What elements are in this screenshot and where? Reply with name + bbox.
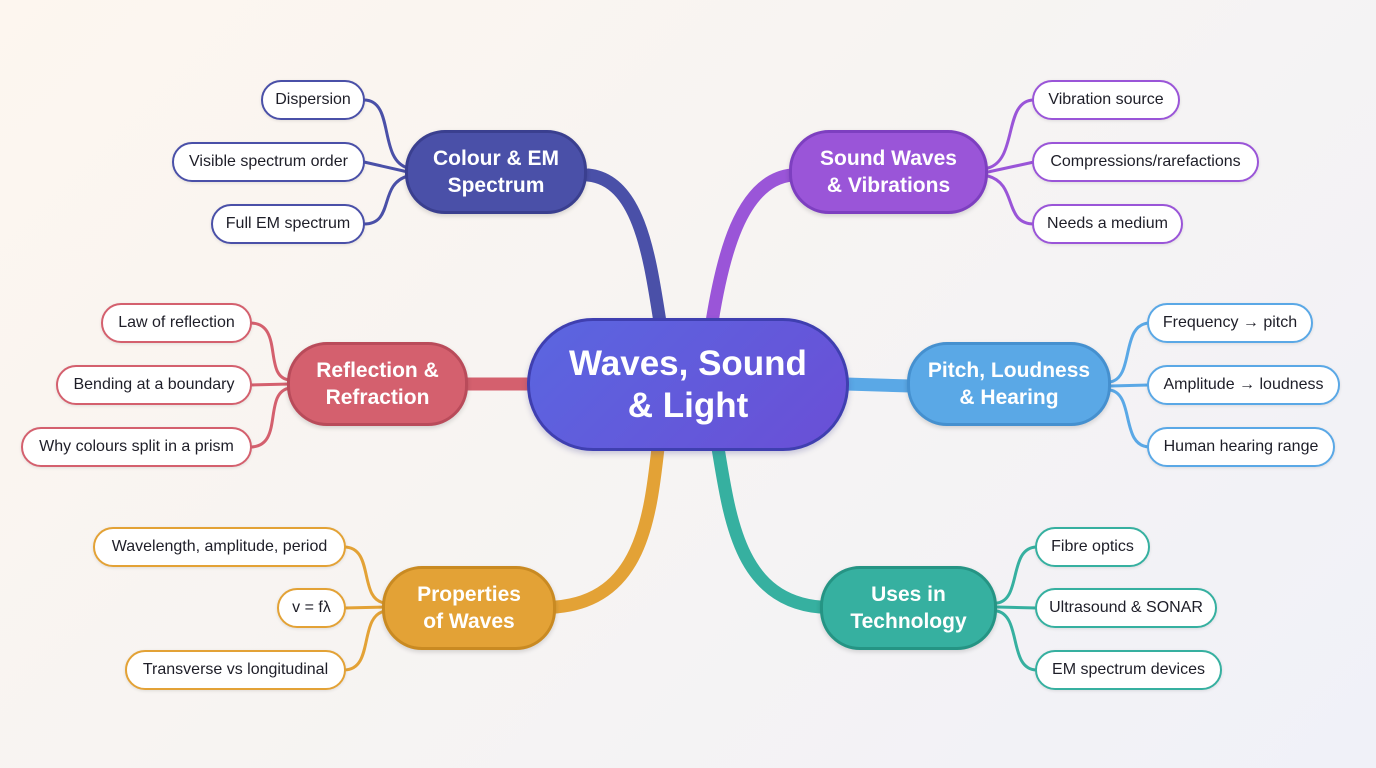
leaf-fibre-optics[interactable]: Fibre optics [1035, 527, 1150, 567]
branch-label-line1: Uses in [871, 583, 946, 606]
branch-sound-waves[interactable]: Sound Waves & Vibrations [789, 130, 988, 214]
leaf-vibration-source[interactable]: Vibration source [1032, 80, 1180, 120]
leaf-wave-equation[interactable]: v = fλ [277, 588, 346, 628]
connector-leaf-uses-2 [995, 605, 1039, 610]
leaf-ultrasound-sonar[interactable]: Ultrasound & SONAR [1035, 588, 1217, 628]
branch-label-line2: & Hearing [959, 386, 1059, 409]
connector-leaf-sound-3 [986, 174, 1036, 226]
connector-leaf-colour-2 [362, 160, 410, 174]
branch-reflection-refraction[interactable]: Reflection & Refraction [287, 342, 468, 426]
connector-leaf-pitch-3 [1108, 388, 1152, 449]
connector-leaf-colour-3 [362, 174, 410, 226]
branch-label-line2: of Waves [423, 610, 515, 633]
branch-properties-of-waves[interactable]: Properties of Waves [382, 566, 556, 650]
central-topic-line2: & Light [627, 385, 749, 425]
branch-label-line2: Spectrum [447, 174, 545, 197]
branch-pitch-loudness-hearing[interactable]: Pitch, Loudness & Hearing [907, 342, 1111, 426]
branch-label-line1: Pitch, Loudness [927, 359, 1091, 382]
connector-leaf-reflection-2 [248, 382, 292, 387]
connector-pitch [839, 377, 917, 393]
branch-uses-in-technology[interactable]: Uses in Technology [820, 566, 997, 650]
leaf-human-hearing-range[interactable]: Human hearing range [1147, 427, 1335, 467]
connector-uses [711, 441, 827, 614]
connector-leaf-uses-3 [995, 609, 1039, 672]
leaf-wavelength-amplitude-period[interactable]: Wavelength, amplitude, period [93, 527, 346, 567]
connector-leaf-properties-1 [342, 545, 387, 605]
connector-colour [581, 168, 667, 329]
branch-label-line2: & Vibrations [826, 174, 951, 197]
connector-leaf-pitch-2 [1108, 383, 1152, 388]
leaf-em-spectrum-devices[interactable]: EM spectrum devices [1035, 650, 1222, 690]
connector-leaf-uses-1 [995, 545, 1039, 605]
connector-leaf-properties-3 [342, 609, 387, 672]
leaf-visible-spectrum-order[interactable]: Visible spectrum order [172, 142, 365, 182]
leaf-full-em-spectrum[interactable]: Full EM spectrum [211, 204, 365, 244]
connector-leaf-sound-1 [986, 98, 1036, 170]
central-topic-line1: Waves, Sound [569, 343, 807, 383]
leaf-needs-a-medium[interactable]: Needs a medium [1032, 204, 1183, 244]
connector-leaf-properties-2 [342, 605, 387, 610]
connector-properties [549, 441, 665, 614]
connector-sound [705, 168, 799, 329]
leaf-law-of-reflection[interactable]: Law of reflection [101, 303, 252, 343]
branch-label-line2: Technology [850, 610, 967, 633]
connector-leaf-reflection-1 [248, 321, 292, 382]
central-topic[interactable]: Waves, Sound & Light [527, 318, 849, 451]
leaf-why-colours-split-in-a-prism[interactable]: Why colours split in a prism [21, 427, 252, 467]
leaf-frequency-pitch[interactable]: Frequency → pitch [1147, 303, 1313, 343]
leaf-compressions-rarefactions[interactable]: Compressions/rarefactions [1032, 142, 1259, 182]
leaf-amplitude-loudness[interactable]: Amplitude → loudness [1147, 365, 1340, 405]
branch-label-line1: Colour & EM [433, 147, 559, 170]
branch-label-line1: Reflection & [316, 359, 439, 382]
leaf-transverse-vs-longitudinal[interactable]: Transverse vs longitudinal [125, 650, 346, 690]
connector-leaf-colour-1 [362, 98, 410, 170]
leaf-dispersion[interactable]: Dispersion [261, 80, 365, 120]
branch-colour-em-spectrum[interactable]: Colour & EM Spectrum [405, 130, 587, 214]
connector-leaf-pitch-1 [1108, 321, 1152, 384]
branch-label-line2: Refraction [325, 386, 430, 409]
connector-leaf-reflection-3 [248, 386, 292, 449]
branch-label-line1: Properties [417, 583, 521, 606]
connector-leaf-sound-2 [986, 160, 1036, 174]
leaf-bending-at-a-boundary[interactable]: Bending at a boundary [56, 365, 252, 405]
branch-label-line1: Sound Waves [820, 147, 957, 170]
